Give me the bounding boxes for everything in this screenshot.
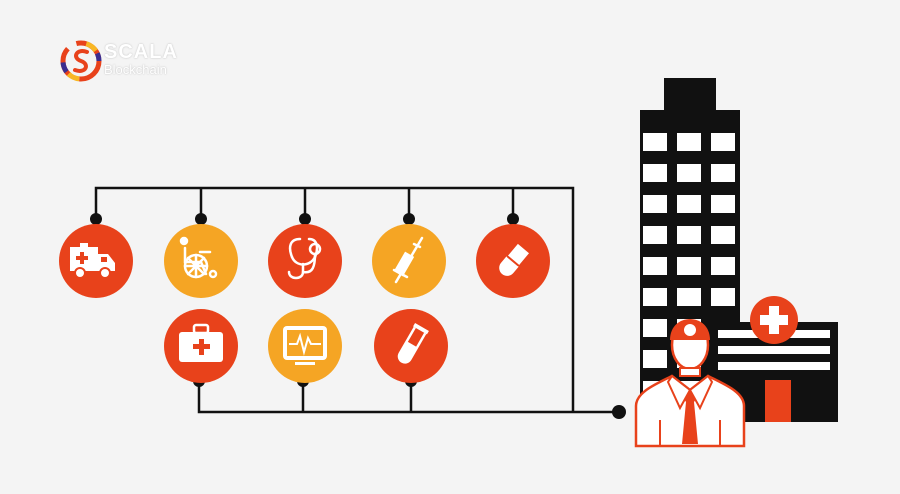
connection-lines	[94, 186, 620, 414]
tower-window	[711, 257, 735, 275]
top-bus-line	[94, 186, 575, 412]
tower-window	[677, 288, 701, 306]
tower-window	[711, 288, 735, 306]
ambulance-icon	[70, 243, 115, 279]
node-stethoscope	[268, 224, 342, 298]
first-aid-kit-icon	[179, 323, 223, 362]
tower-window	[677, 195, 701, 213]
syringe-icon	[392, 236, 424, 284]
tower-window	[643, 257, 667, 275]
brand-title: SCALA	[104, 41, 178, 63]
tower-window	[677, 133, 701, 151]
tower-window	[643, 133, 667, 151]
node-wheelchair	[164, 224, 238, 298]
tower-window	[643, 164, 667, 182]
tower-window	[677, 226, 701, 244]
node-first-aid-kit	[164, 309, 238, 383]
tower-window	[677, 257, 701, 275]
tower-window	[711, 195, 735, 213]
node-syringe	[372, 224, 446, 298]
tower-window	[711, 226, 735, 244]
heart-monitor-icon	[283, 326, 327, 365]
wheelchair-icon	[179, 236, 218, 279]
medical-cross-icon	[750, 296, 798, 344]
tower-window	[643, 350, 667, 368]
node-pill	[476, 224, 550, 298]
tower-window	[643, 226, 667, 244]
tower-window	[643, 319, 667, 337]
doctor-icon	[634, 319, 746, 448]
brand-subtitle: Blockchain	[104, 62, 167, 77]
tower-window	[643, 288, 667, 306]
node-ambulance	[59, 224, 133, 298]
hospital-building-icon	[640, 78, 838, 422]
bottom-bus-line	[197, 381, 620, 414]
pill-icon	[499, 241, 532, 276]
tower-window	[677, 164, 701, 182]
hospital-door	[765, 380, 791, 422]
brand-logo: SCALA Blockchain	[60, 40, 200, 84]
test-tube-icon	[397, 322, 429, 364]
scala-logo-icon	[60, 40, 102, 82]
stethoscope-icon	[287, 237, 322, 280]
tower-window	[711, 164, 735, 182]
node-test-tube	[374, 309, 448, 383]
node-heart-monitor	[268, 309, 342, 383]
tower-window	[711, 133, 735, 151]
tower-window	[643, 195, 667, 213]
